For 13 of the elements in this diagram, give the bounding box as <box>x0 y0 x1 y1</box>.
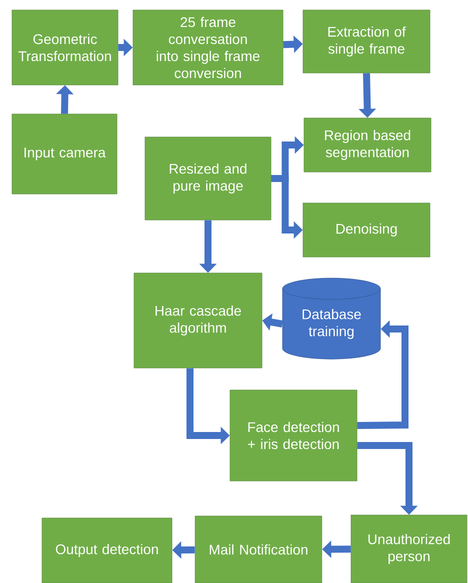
process-box: Output detection <box>42 518 172 583</box>
process-box: Denoising <box>302 202 430 258</box>
process-box: Unauthorized person <box>350 514 468 583</box>
process-box: Input camera <box>12 114 118 194</box>
process-box: Region based segmentation <box>304 118 432 172</box>
process-box: Mail Notification <box>194 516 322 583</box>
process-box: Haar cascade algorithm <box>134 272 262 368</box>
process-box: Extraction of single frame <box>302 10 430 74</box>
process-box: Face detection + iris detection <box>230 390 358 482</box>
process-box: Geometric Transformation <box>12 10 118 86</box>
database-cylinder: Database training <box>282 278 381 360</box>
process-box: 25 frame conversation into single frame conversion <box>132 10 284 86</box>
process-box: Resized and pure image <box>144 136 272 220</box>
